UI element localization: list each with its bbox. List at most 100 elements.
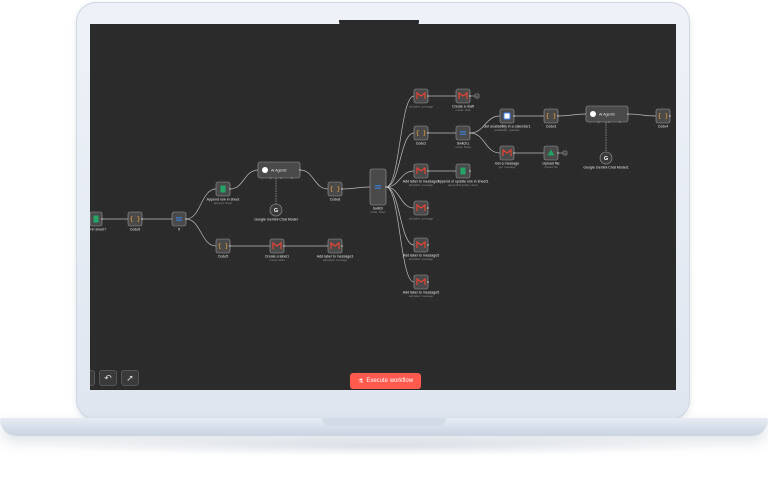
output-port[interactable] [627,113,629,115]
workflow-node-append-update[interactable]: Append or update row in sheet1appendOrUp… [438,163,489,187]
sub-port[interactable] [290,177,293,179]
connection-line[interactable] [385,170,415,188]
switch-icon [176,217,182,221]
workflow-node-trigger[interactable]: ied in sheet? [90,211,106,232]
connection-line[interactable] [385,186,415,283]
workflow-node-code4[interactable]: { }Code4 [655,108,671,129]
connection-line[interactable] [469,132,501,154]
node-label: AI Agent2 [271,168,287,172]
node-label: Append or update row in sheet1 [438,180,489,184]
output-port[interactable] [513,115,515,117]
connection-line[interactable] [341,186,371,190]
output-port[interactable] [469,170,471,172]
connection-line[interactable] [299,169,329,190]
node-label: Get availability in a calendar1 [484,125,531,129]
sub-port[interactable] [269,177,272,179]
add-node-handle[interactable]: + [470,93,480,98]
sub-port[interactable] [280,177,282,179]
output-port[interactable] [427,95,429,97]
output-port[interactable] [283,245,285,247]
output-port[interactable] [229,245,231,247]
gmail-icon [416,166,426,174]
node-label: Code5 [218,255,229,259]
execute-workflow-button[interactable]: ⚗ Execute workflow [350,373,421,389]
camera-notch [339,20,419,26]
sub-port[interactable] [597,121,600,123]
node-label: Upload file [543,162,560,166]
switch-icon [460,131,466,135]
sub-port[interactable] [608,121,610,123]
output-port[interactable] [229,188,231,190]
workflow-graph[interactable]: ied in sheet? { } Code6 If Append row in she… [90,24,676,390]
output-port[interactable] [185,218,187,220]
output-port[interactable] [427,170,429,172]
node-sublabel: create: label [269,258,285,262]
output-port[interactable] [427,281,429,283]
sub-port[interactable] [618,121,621,123]
node-sublabel: add label: message [409,257,434,261]
output-port[interactable] [513,152,515,154]
node-label: Code6 [130,228,141,232]
workflow-canvas[interactable]: ied in sheet? { } Code6 If Append row in she… [90,24,676,390]
connection-line[interactable] [185,218,217,247]
output-port[interactable] [341,245,343,247]
workflow-node-ai-agent2[interactable]: AI Agent2 [257,161,301,179]
connection-line[interactable] [385,132,415,188]
workflow-node-add-label-c[interactable]: add label: message [409,200,434,221]
pointer-button[interactable]: ➚ [121,370,139,386]
connection-line[interactable] [469,115,501,134]
connection-line[interactable] [385,186,415,246]
undo-button[interactable]: ↶ [99,370,117,386]
node-sublabel: upload: file [544,165,558,169]
output-port[interactable] [299,169,301,171]
workflow-node-code8[interactable]: { }Code8 [327,181,343,202]
node-sublabel: append: sheet [214,201,232,205]
connection-line[interactable] [627,113,657,117]
model-node-shape[interactable] [599,151,613,165]
output-port[interactable] [669,115,671,117]
workflow-node-add-label-a[interactable]: add label: message [409,88,434,109]
connection-line[interactable] [557,113,587,117]
sheets-icon [93,215,99,223]
workflow-node-code2[interactable]: { }Code2 [413,125,429,146]
node-label: Add label to message2 [403,180,440,184]
workflow-node-code3[interactable]: { }Code3 [543,108,559,129]
output-port[interactable] [469,132,471,134]
output-port[interactable] [557,115,559,117]
workflow-node-ai-agent3[interactable]: AI Agent3 [585,105,629,123]
execute-workflow-label: Execute workflow [366,378,414,384]
output-port[interactable] [427,244,429,246]
output-port[interactable] [141,218,143,220]
output-port[interactable] [385,186,387,188]
workflow-node-code6[interactable]: { } Code6 [127,211,143,232]
connection-line[interactable] [229,169,259,190]
output-port[interactable] [341,188,343,190]
output-port[interactable] [427,207,429,209]
connection-line[interactable] [385,95,415,188]
model-node-shape[interactable] [269,203,283,217]
connection-line[interactable] [185,188,217,220]
workflow-node-code5[interactable]: { }Code5 [215,238,231,259]
output-port[interactable] [427,132,429,134]
workflow-node-if[interactable]: If [171,211,187,232]
add-node-handle[interactable]: + [558,150,568,155]
output-port[interactable] [101,218,103,220]
code-icon: { } [130,216,141,223]
node-label: Append row in sheet [207,198,240,202]
workflow-node-get-availability[interactable]: Get availability in a calendar1availabil… [484,108,531,132]
connection-line[interactable] [385,186,415,209]
gmail-icon [416,277,426,285]
